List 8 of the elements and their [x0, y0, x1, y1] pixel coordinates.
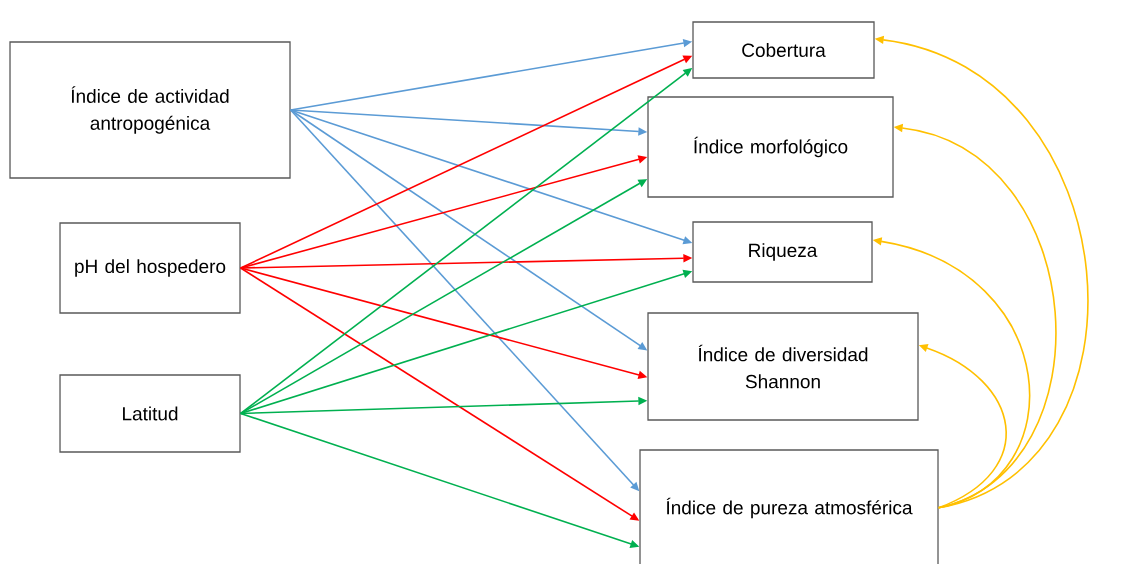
process-box: Índice de actividad antropogénica [9, 41, 291, 179]
process-box: Índice morfológico [647, 96, 894, 198]
process-box: Índice de diversidad Shannon [647, 312, 919, 421]
process-box: Latitud [59, 374, 241, 453]
process-box: Cobertura [692, 21, 875, 79]
process-box: pH del hospedero [59, 222, 241, 314]
process-box: Índice de pureza atmosférica [639, 449, 939, 564]
process-box: Riqueza [692, 221, 873, 283]
